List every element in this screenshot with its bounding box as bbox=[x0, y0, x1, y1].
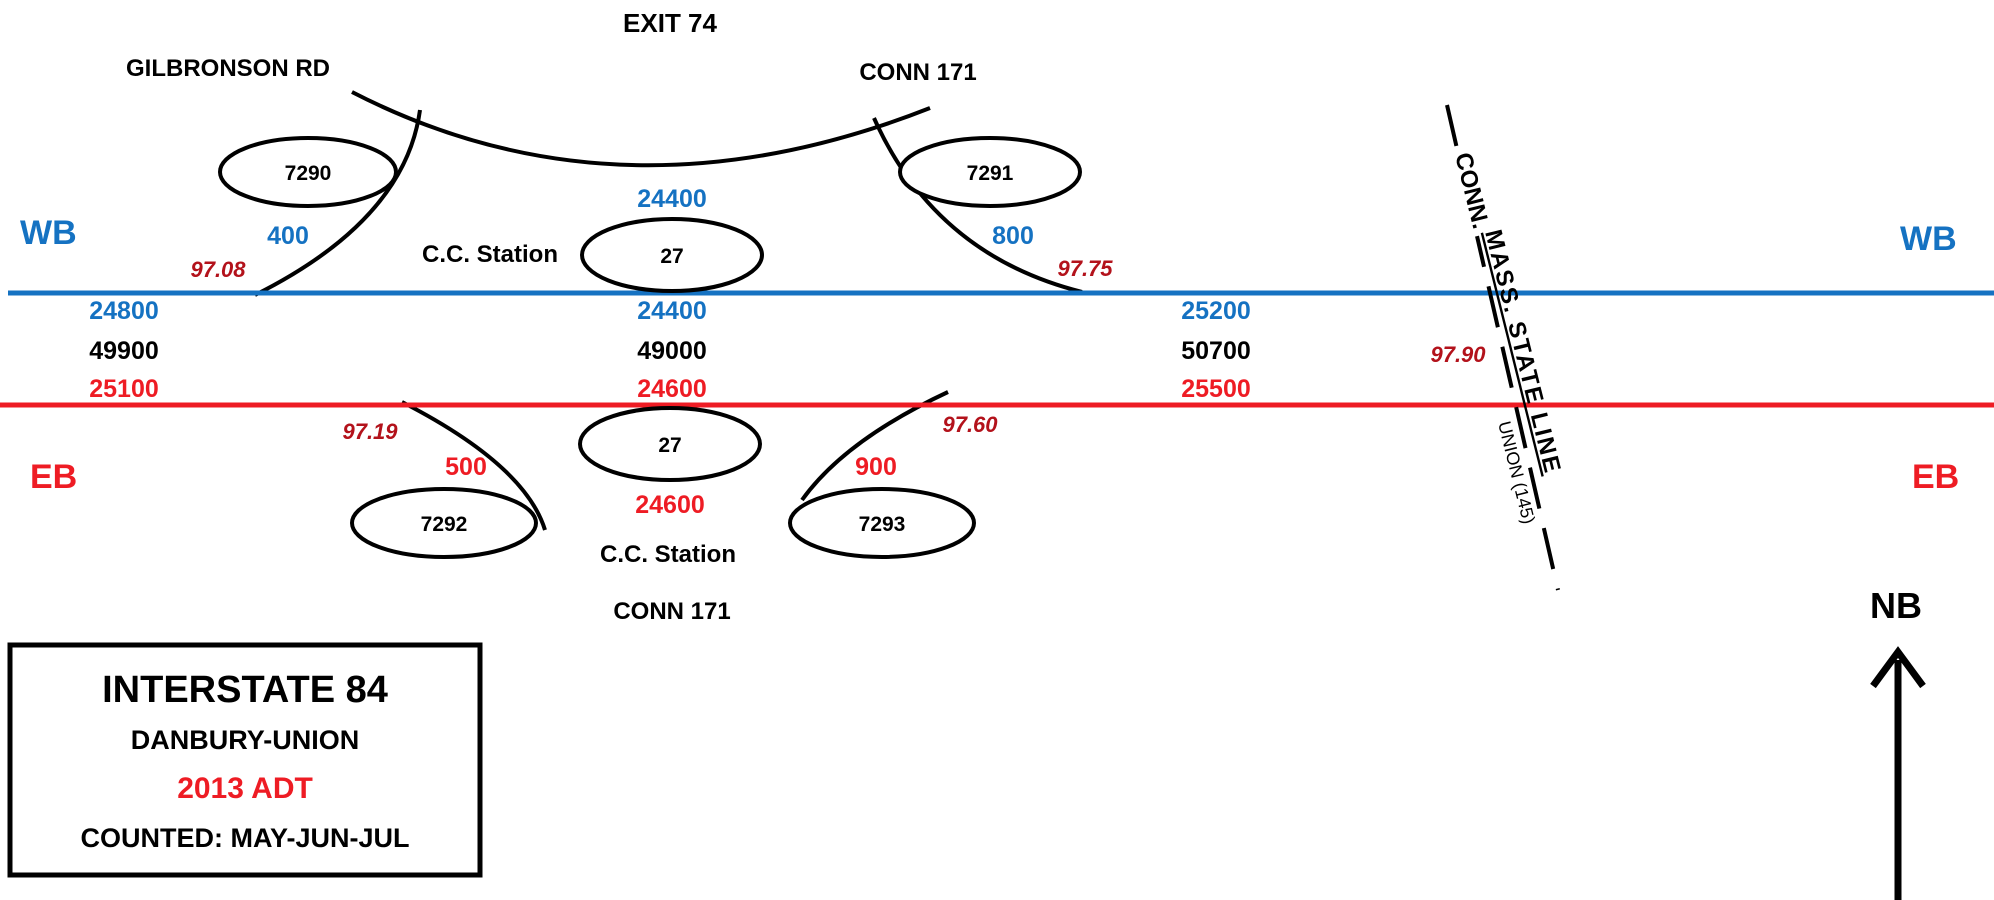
station-27-wb-oval bbox=[580, 217, 764, 293]
mainline-center-wb: 24400 bbox=[637, 297, 707, 325]
crossroad-curve bbox=[351, 90, 931, 168]
legend-subtitle: DANBURY-UNION bbox=[131, 725, 360, 755]
milepost-97-60: 97.60 bbox=[942, 412, 998, 437]
mainline-center-total: 49000 bbox=[637, 337, 707, 365]
conn171-top-label: CONN 171 bbox=[859, 59, 976, 86]
ramp-nw bbox=[254, 109, 422, 297]
ramp-se bbox=[800, 390, 949, 502]
eb-station-count: 24600 bbox=[635, 491, 705, 519]
wb-left-label: WB bbox=[20, 214, 77, 252]
ramp-eb-on-count: 500 bbox=[445, 453, 487, 481]
milepost-97-90: 97.90 bbox=[1430, 342, 1486, 367]
station-7292-oval bbox=[350, 487, 538, 559]
station-7291-oval bbox=[898, 136, 1082, 208]
station-7293-label: 7293 bbox=[859, 513, 906, 536]
mainline-left-wb: 24800 bbox=[89, 297, 159, 325]
eb-right-label: EB bbox=[1912, 458, 1959, 496]
milepost-97-19: 97.19 bbox=[342, 419, 398, 444]
cc-station-wb-label: C.C. Station bbox=[422, 241, 558, 268]
milepost-97-08: 97.08 bbox=[190, 257, 246, 282]
mainline-right-wb: 25200 bbox=[1181, 297, 1251, 325]
conn171-bottom-label: CONN 171 bbox=[613, 598, 730, 625]
milepost-97-75: 97.75 bbox=[1057, 256, 1113, 281]
legend-year: 2013 ADT bbox=[177, 772, 313, 805]
mainline-right-eb: 25500 bbox=[1181, 375, 1251, 403]
legend-counted: COUNTED: MAY-JUN-JUL bbox=[80, 823, 409, 853]
station-27-wb-label: 27 bbox=[660, 245, 683, 268]
eb-left-label: EB bbox=[30, 458, 77, 496]
station-7292-label: 7292 bbox=[421, 513, 468, 536]
north-arrow-icon bbox=[1870, 646, 1926, 900]
wb-right-label: WB bbox=[1900, 220, 1957, 258]
station-7291-label: 7291 bbox=[967, 162, 1014, 185]
station-7290-label: 7290 bbox=[285, 162, 332, 185]
exit-title: EXIT 74 bbox=[623, 8, 717, 38]
station-7290-oval bbox=[218, 136, 398, 208]
ramp-wb-off-count: 400 bbox=[267, 222, 309, 250]
north-label: NB bbox=[1870, 585, 1922, 626]
mainline-center-eb: 24600 bbox=[637, 375, 707, 403]
mainline-right-total: 50700 bbox=[1181, 337, 1251, 365]
ramp-wb-on-count: 800 bbox=[992, 222, 1034, 250]
mainline-left-total: 49900 bbox=[89, 337, 159, 365]
wb-station-count: 24400 bbox=[637, 185, 707, 213]
ramp-sw bbox=[401, 400, 547, 531]
station-27-eb-oval bbox=[578, 406, 762, 482]
station-27-eb-label: 27 bbox=[658, 434, 681, 457]
gilbronson-road-label: GILBRONSON RD bbox=[126, 55, 330, 82]
legend-box bbox=[7, 642, 483, 878]
ramp-ne bbox=[872, 117, 1083, 294]
mainline-left-eb: 25100 bbox=[89, 375, 159, 403]
legend-title: INTERSTATE 84 bbox=[102, 669, 388, 711]
station-7293-oval bbox=[788, 487, 976, 559]
ramp-eb-off-count: 900 bbox=[855, 453, 897, 481]
cc-station-eb-label: C.C. Station bbox=[600, 541, 736, 568]
